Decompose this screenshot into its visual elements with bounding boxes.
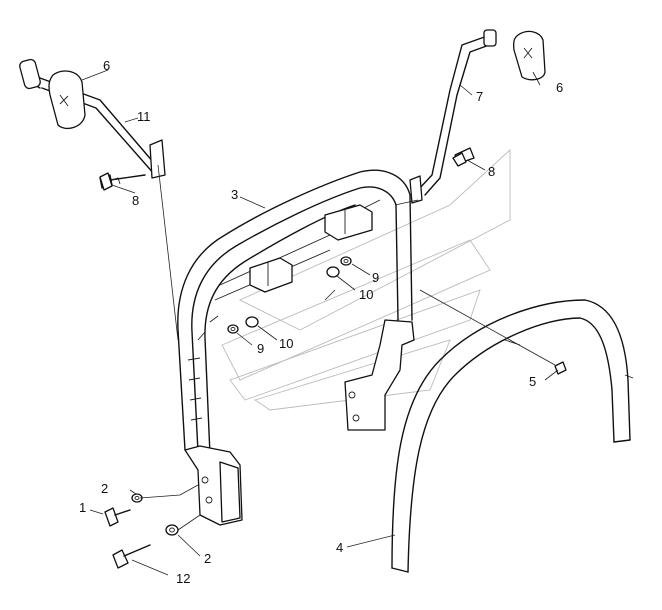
label-part-8-left: 8	[132, 193, 139, 208]
main-frame	[177, 169, 415, 526]
label-part-7: 7	[476, 89, 483, 104]
label-part-2-lower: 2	[204, 551, 211, 566]
part-number-labels: 1 2 2 3 4 5 6 6 7 8 8 9 9 10 10 11 12	[79, 58, 563, 586]
fasteners	[99, 152, 567, 569]
label-part-12: 12	[176, 571, 190, 586]
label-part-9-right: 9	[372, 270, 379, 285]
label-part-6-left: 6	[103, 58, 110, 73]
label-part-10-right: 10	[359, 287, 373, 302]
label-part-11: 11	[137, 109, 151, 124]
label-part-4: 4	[336, 540, 343, 555]
label-part-5: 5	[529, 374, 536, 389]
outer-roll-bar	[391, 299, 634, 573]
label-part-1: 1	[79, 500, 86, 515]
leader-lines	[81, 69, 559, 576]
label-part-10-left: 10	[279, 336, 293, 351]
label-part-9-left: 9	[257, 341, 264, 356]
label-part-8-right: 8	[488, 164, 495, 179]
label-part-3: 3	[231, 187, 238, 202]
right-mirror-assembly	[409, 29, 546, 204]
label-part-2-upper: 2	[101, 481, 108, 496]
label-part-6-right: 6	[556, 80, 563, 95]
